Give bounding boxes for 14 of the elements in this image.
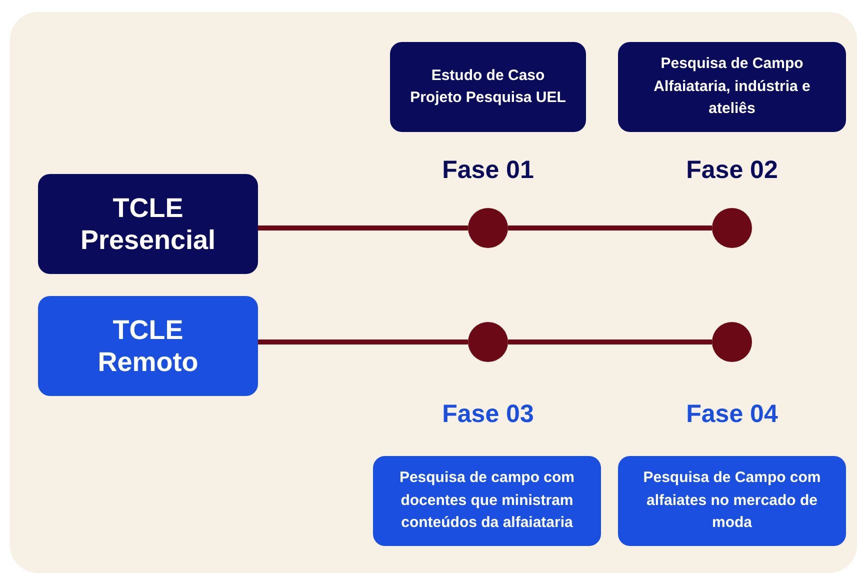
- phase-box: Estudo de Caso Projeto Pesquisa UEL: [390, 42, 586, 132]
- phase-box: Pesquisa de campo com docentes que ministram conteúdos da alfaiataria: [373, 456, 601, 546]
- phase-label: Fase 04: [686, 399, 778, 430]
- timeline-line: [258, 226, 468, 230]
- consent-box: TCLE Remoto: [38, 296, 258, 396]
- consent-box: TCLE Presencial: [38, 174, 258, 274]
- timeline-line: [508, 226, 712, 230]
- timeline-line: [258, 340, 468, 344]
- phase-label: Fase 03: [442, 399, 534, 430]
- phase-label: Fase 01: [442, 155, 534, 186]
- phase-box: Pesquisa de Campo com alfaiates no mercado de moda: [618, 456, 846, 546]
- phase-label: Fase 02: [686, 155, 778, 186]
- timeline-line: [508, 340, 712, 344]
- phase-box: Pesquisa de Campo Alfaiataria, indústria e ateliês: [618, 42, 846, 132]
